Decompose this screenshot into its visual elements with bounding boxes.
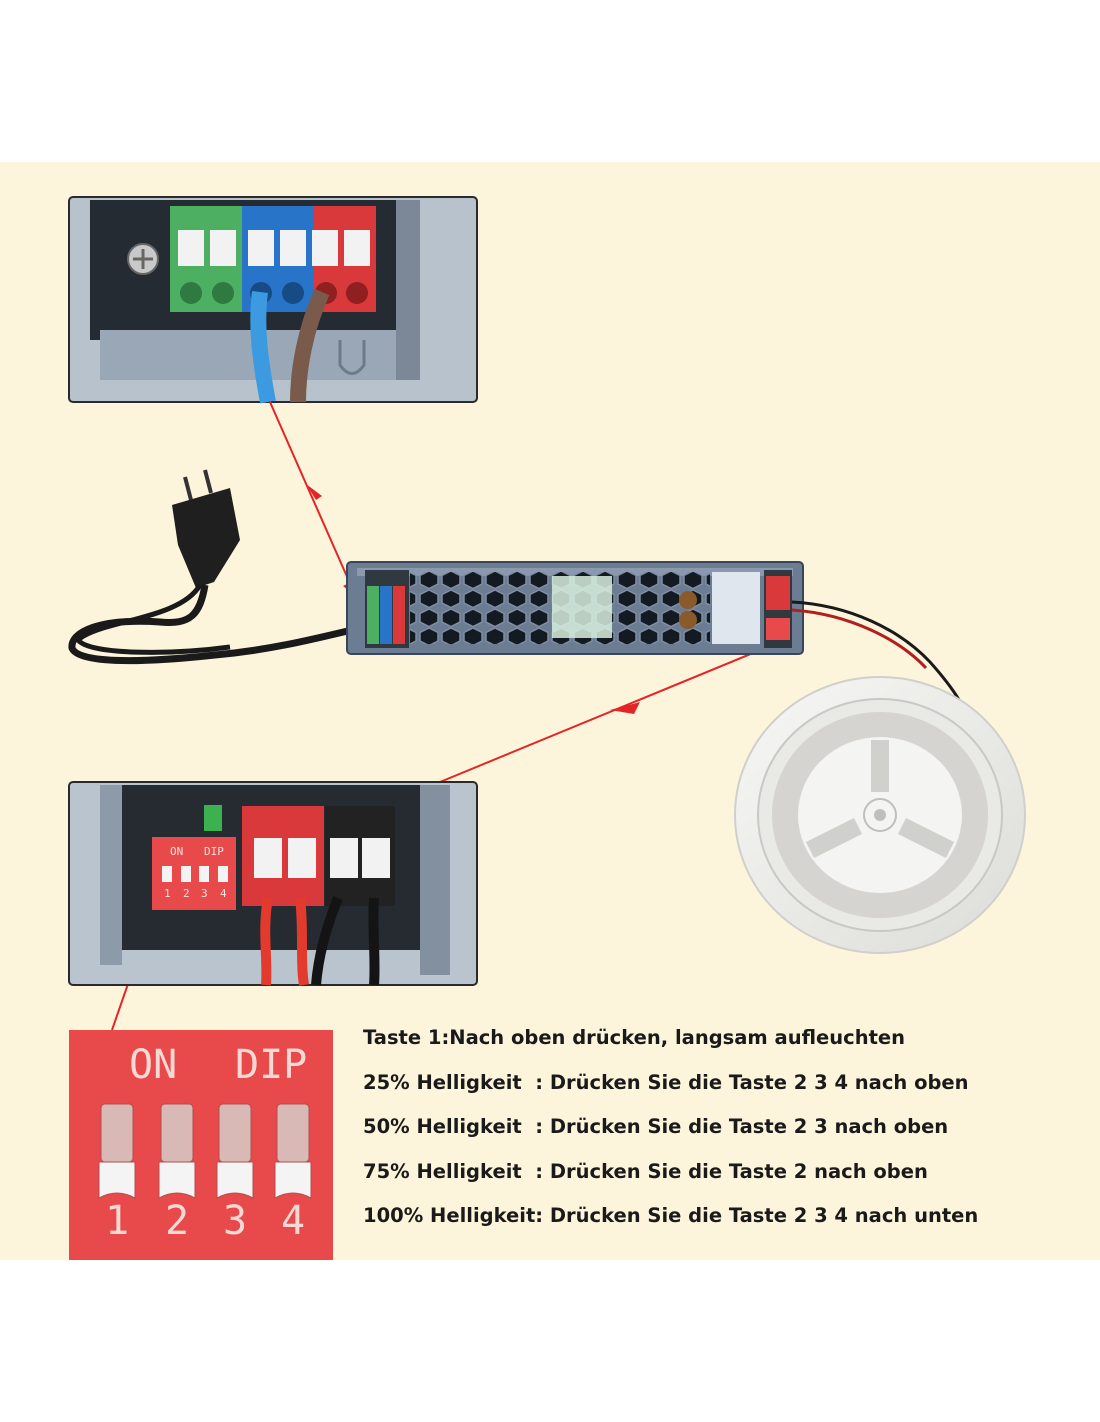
dip-number-4: 4: [281, 1198, 306, 1244]
instruction-line-4: 75% Helligkeit : Drücken Sie die Taste 2…: [363, 1159, 928, 1183]
instruction-line-1: Taste 1:Nach oben drücken, langsam aufle…: [363, 1026, 906, 1049]
arrow-output-to-dip: [439, 645, 771, 783]
small-dip-dip-label: DIP: [204, 845, 224, 858]
dip-number-1: 1: [105, 1198, 130, 1244]
small-dip-on-label: ON: [170, 845, 184, 858]
dip-number-3: 3: [223, 1198, 248, 1244]
dip-number-2: 2: [165, 1198, 190, 1244]
instruction-line-2: 25% Helligkeit : Drücken Sie die Taste 2…: [363, 1070, 969, 1094]
small-dip-number-2: 2: [183, 887, 190, 900]
dip-switch-closeup: ON DIP 1 2 3 4: [69, 1030, 333, 1260]
small-dip-number-1: 1: [164, 887, 171, 900]
eu-plug-cable: [68, 469, 361, 665]
dip-dip-label: DIP: [235, 1042, 308, 1088]
arrow-top-to-input: [269, 401, 357, 598]
led-strip-reel: [734, 676, 1026, 954]
small-dip-number-3: 3: [201, 887, 208, 900]
small-dip-labels: ON DIP 1 2 3 4: [152, 843, 236, 913]
dip-instructions: Taste 1:Nach oben drücken, langsam aufle…: [363, 1020, 1083, 1243]
input-terminal-closeup: [68, 196, 478, 404]
dip-on-label: ON: [129, 1042, 178, 1088]
dip-switch-toggles: [98, 1103, 312, 1199]
small-dip-number-4: 4: [220, 887, 227, 900]
instruction-line-5: 100% Helligkeit: Drücken Sie die Taste 2…: [363, 1204, 979, 1227]
instruction-line-3: 50% Helligkeit : Drücken Sie die Taste 2…: [363, 1115, 949, 1138]
output-terminal-closeup: [68, 781, 478, 986]
led-power-supply: [346, 561, 977, 741]
